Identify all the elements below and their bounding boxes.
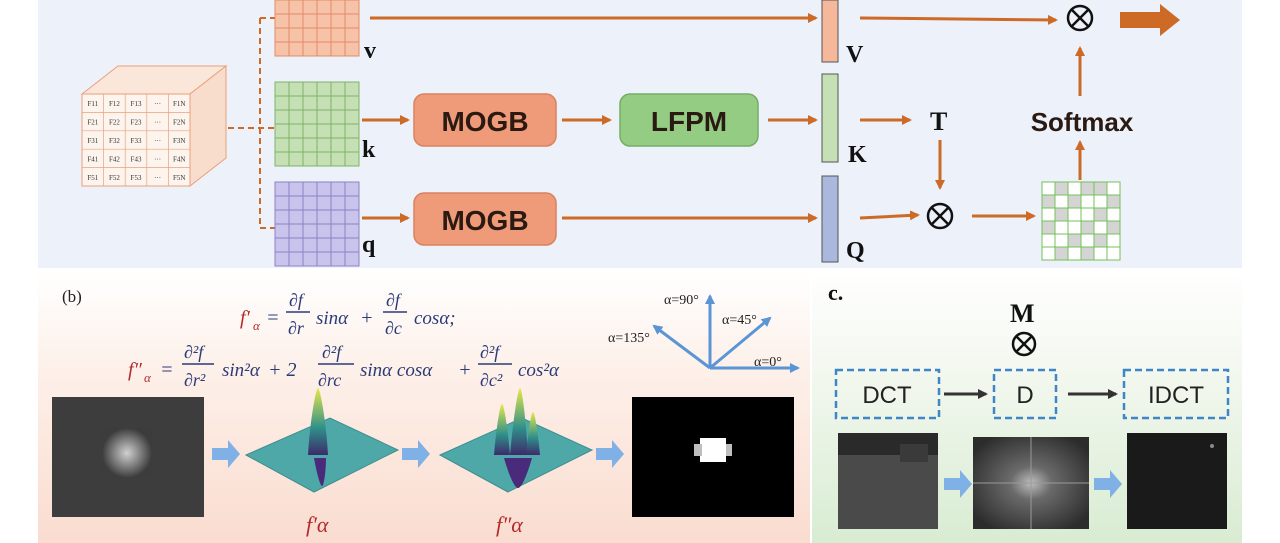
cube-cell-label: F5N bbox=[173, 174, 185, 182]
cube-cell-label: ··· bbox=[154, 174, 161, 182]
svg-text:∂r²: ∂r² bbox=[184, 370, 206, 390]
cube-cell-label: F43 bbox=[131, 155, 142, 163]
cube-cell-label: F11 bbox=[87, 100, 98, 108]
svg-text:=: = bbox=[160, 359, 174, 381]
cube-cell-label: F51 bbox=[87, 174, 98, 182]
caption-second-derivative: f″α bbox=[496, 512, 523, 537]
angle-label-45: α=45° bbox=[722, 313, 757, 328]
cube-cell-label: ··· bbox=[154, 137, 161, 145]
v-label: v bbox=[364, 38, 376, 64]
attention-map-grid bbox=[1042, 182, 1120, 260]
k-output-label: K bbox=[848, 142, 867, 168]
cube-cell-label: F33 bbox=[131, 137, 142, 145]
cube-cell-label: ··· bbox=[154, 100, 161, 108]
angle-label-135: α=135° bbox=[608, 331, 650, 346]
svg-text:=: = bbox=[266, 307, 280, 329]
angle-label-90: α=90° bbox=[664, 293, 699, 308]
k-label: k bbox=[362, 137, 376, 163]
cube-cell-label: F13 bbox=[131, 100, 142, 108]
cube-cell-label: F52 bbox=[109, 174, 120, 182]
cube-cell-label: F21 bbox=[87, 119, 98, 127]
svg-text:cos²α: cos²α bbox=[518, 360, 560, 381]
svg-text:f′: f′ bbox=[240, 307, 251, 329]
svg-text:∂c²: ∂c² bbox=[480, 370, 503, 390]
svg-text:∂²f: ∂²f bbox=[480, 342, 502, 362]
m-label: M bbox=[1010, 299, 1035, 328]
lfpm-label: LFPM bbox=[651, 106, 727, 137]
v-vector bbox=[822, 0, 838, 62]
q-vector bbox=[822, 176, 838, 262]
cube-cell-label: F53 bbox=[131, 174, 142, 182]
cube-cell-label: ··· bbox=[154, 155, 161, 163]
svg-text:f″: f″ bbox=[128, 359, 143, 381]
softmax-label: Softmax bbox=[1031, 107, 1134, 137]
q-label: q bbox=[362, 232, 376, 258]
panel-c-label: c. bbox=[828, 280, 843, 305]
q-output-label: Q bbox=[846, 238, 865, 264]
svg-text:+: + bbox=[458, 359, 472, 381]
cube-cell-label: ··· bbox=[154, 119, 161, 127]
q-matrix-grid bbox=[275, 182, 359, 266]
k-matrix-grid bbox=[275, 82, 359, 166]
cube-cell-label: F23 bbox=[131, 119, 142, 127]
v-matrix-grid bbox=[275, 0, 359, 56]
svg-text:α: α bbox=[253, 318, 261, 333]
mogb-label-k: MOGB bbox=[441, 106, 528, 137]
svg-text:∂c: ∂c bbox=[385, 318, 402, 338]
svg-text:+: + bbox=[360, 307, 374, 329]
svg-text:sin²α: sin²α bbox=[222, 360, 261, 381]
caption-first-derivative: f′α bbox=[306, 512, 329, 537]
cube-cell-label: F2N bbox=[173, 119, 185, 127]
cube-cell-label: F12 bbox=[109, 100, 120, 108]
cube-cell-label: F42 bbox=[109, 155, 120, 163]
feature-cube: F11 F12 F13 ··· F1N F21 F22 F23 ··· F2N F31 F32 F33 ·… bbox=[82, 66, 226, 186]
angle-label-0: α=0° bbox=[754, 355, 782, 370]
svg-text:α: α bbox=[144, 370, 152, 385]
cube-cell-label: F41 bbox=[87, 155, 98, 163]
mogb-label-q: MOGB bbox=[441, 205, 528, 236]
svg-text:sinα: sinα bbox=[316, 308, 349, 329]
cube-cell-label: F32 bbox=[109, 137, 120, 145]
svg-text:cosα;: cosα; bbox=[414, 308, 456, 329]
panel-b-label: (b) bbox=[62, 287, 82, 306]
dct-label: DCT bbox=[862, 382, 912, 409]
svg-text:∂²f: ∂²f bbox=[184, 342, 206, 362]
cube-cell-label: F22 bbox=[109, 119, 120, 127]
svg-text:∂rc: ∂rc bbox=[318, 370, 341, 390]
cube-cell-label: F4N bbox=[173, 155, 185, 163]
svg-text:sinα cosα: sinα cosα bbox=[360, 360, 433, 381]
svg-text:∂r: ∂r bbox=[288, 318, 305, 338]
svg-text:+ 2: + 2 bbox=[268, 359, 297, 381]
svg-text:∂²f: ∂²f bbox=[322, 342, 344, 362]
k-vector bbox=[822, 74, 838, 162]
cube-cell-label: F3N bbox=[173, 137, 185, 145]
v-output-label: V bbox=[846, 42, 864, 68]
idct-label: IDCT bbox=[1148, 382, 1204, 409]
transpose-label: T bbox=[930, 107, 947, 136]
cube-cell-label: F1N bbox=[173, 100, 185, 108]
cube-cell-label: F31 bbox=[87, 137, 98, 145]
d-label: D bbox=[1016, 382, 1033, 409]
